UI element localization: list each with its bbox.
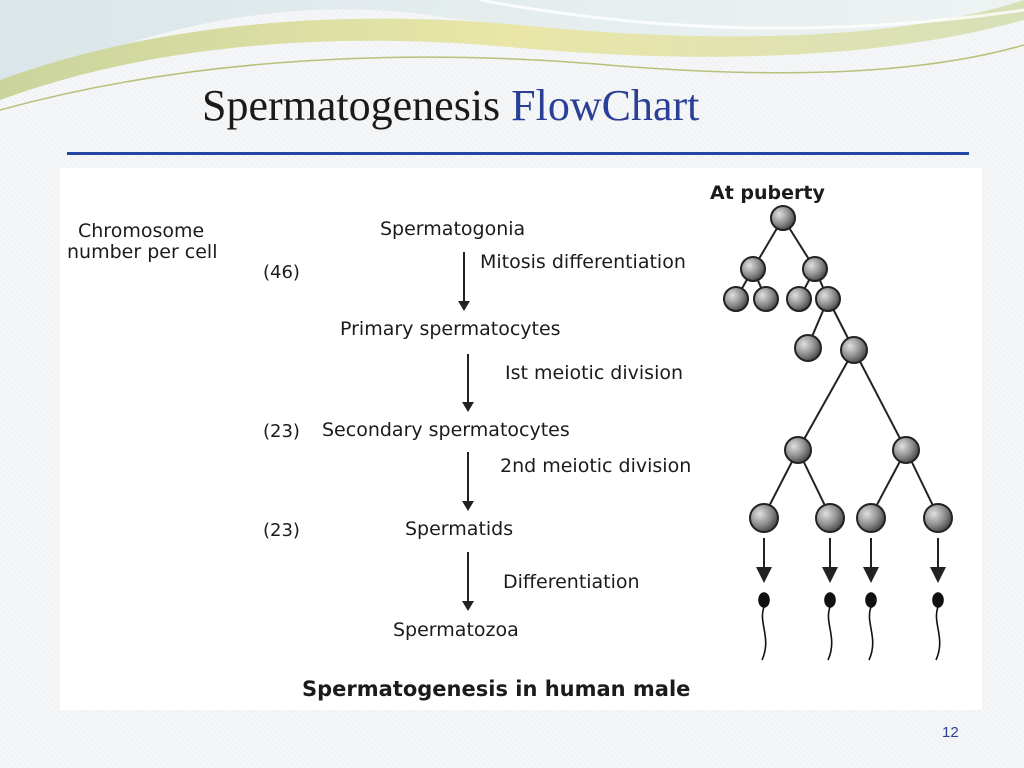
title-main: Spermatogenesis xyxy=(202,81,501,130)
decorative-swoosh-header xyxy=(0,0,1024,111)
process-second-meiotic: 2nd meiotic division xyxy=(500,455,692,477)
chromosome-heading-line2: number per cell xyxy=(67,241,218,263)
process-differentiation: Differentiation xyxy=(503,571,640,593)
count-secondary: (23) xyxy=(263,421,300,442)
count-spermatogonia: (46) xyxy=(263,262,300,283)
stage-spermatogonia: Spermatogonia xyxy=(380,218,526,240)
arrow-to-primary xyxy=(458,252,470,311)
stage-spermatids: Spermatids xyxy=(405,518,514,540)
flowchart-figure: Chromosome number per cell (46) (23) (23… xyxy=(60,168,982,710)
slide-title: Spermatogenesis FlowChart xyxy=(202,78,699,134)
chromosome-heading-line1: Chromosome xyxy=(78,220,205,242)
process-mitosis: Mitosis differentiation xyxy=(480,251,686,273)
arrow-to-spermatozoa xyxy=(462,552,474,611)
title-accent: FlowChart xyxy=(511,81,700,130)
stage-primary-spermatocytes: Primary spermatocytes xyxy=(340,318,561,340)
cell-division-tree xyxy=(723,205,953,661)
figure-caption: Spermatogenesis in human male xyxy=(302,677,691,701)
count-spermatids: (23) xyxy=(263,520,300,541)
process-first-meiotic: Ist meiotic division xyxy=(505,362,684,384)
tree-heading: At puberty xyxy=(710,182,825,204)
arrow-to-spermatids xyxy=(462,452,474,511)
arrow-to-secondary xyxy=(462,354,474,412)
stage-secondary-spermatocytes: Secondary spermatocytes xyxy=(322,419,570,441)
title-underline xyxy=(67,152,969,155)
page-number: 12 xyxy=(942,724,959,741)
stage-spermatozoa: Spermatozoa xyxy=(393,619,519,641)
